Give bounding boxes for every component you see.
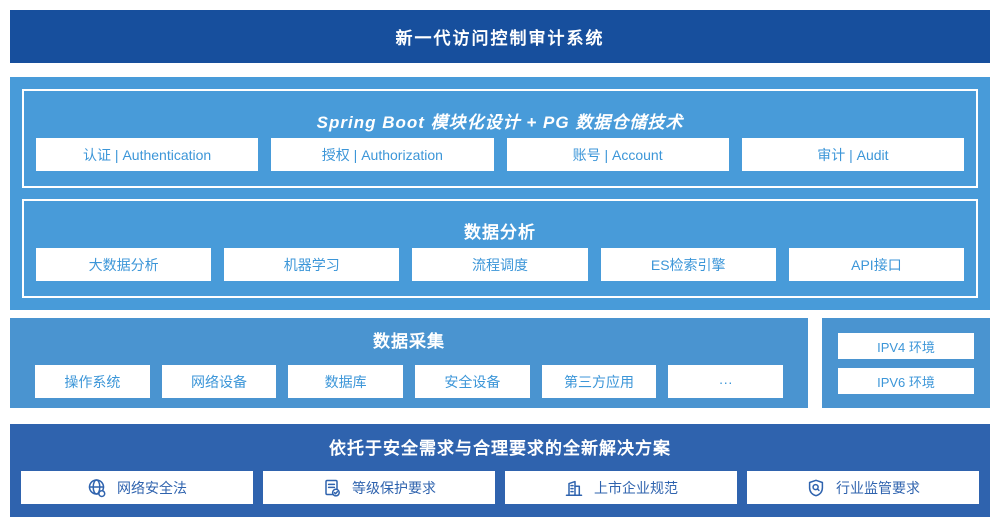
chip-industry-regulation: 行业监管要求 — [747, 471, 979, 504]
chip-workflow-scheduling: 流程调度 — [412, 248, 588, 281]
chip-security-devices: 安全设备 — [415, 365, 530, 398]
page-title: 新一代访问控制审计系统 — [395, 29, 605, 48]
globe-icon — [87, 478, 107, 498]
chip-ipv6-environment: IPV6 环境 — [838, 368, 974, 394]
chip-audit: 审计 | Audit — [741, 138, 964, 171]
chip-label: 上市企业规范 — [594, 479, 678, 496]
building-icon — [564, 478, 584, 498]
chip-operating-system: 操作系统 — [35, 365, 150, 398]
chip-api-interface: API接口 — [788, 248, 965, 281]
chip-database: 数据库 — [288, 365, 404, 398]
chip-authentication: 认证 | Authentication — [36, 138, 259, 171]
chip-es-search-engine: ES检索引擎 — [600, 248, 776, 281]
chip-listed-company-standards: 上市企业规范 — [505, 471, 737, 504]
chip-label: 网络安全法 — [117, 479, 187, 496]
data-analysis-chip-row: 大数据分析 机器学习 流程调度 ES检索引擎 API接口 — [36, 248, 965, 281]
chip-authorization: 授权 | Authorization — [271, 138, 494, 171]
data-analysis-title: 数据分析 — [464, 222, 536, 242]
document-check-icon — [322, 478, 342, 498]
chip-label: 等级保护要求 — [352, 479, 436, 496]
springboot-chip-row: 认证 | Authentication 授权 | Authorization 账… — [36, 138, 964, 171]
banner: 新一代访问控制审计系统 — [10, 10, 990, 63]
chip-third-party-apps: 第三方应用 — [541, 365, 657, 398]
shield-search-icon — [806, 478, 826, 498]
chip-big-data-analysis: 大数据分析 — [36, 248, 212, 281]
chip-account: 账号 | Account — [506, 138, 729, 171]
chip-classified-protection: 等级保护要求 — [263, 471, 495, 504]
chip-ipv4-environment: IPV4 环境 — [838, 333, 974, 359]
chip-label: 行业监管要求 — [836, 479, 920, 496]
data-collection-chip-row: 操作系统 网络设备 数据库 安全设备 第三方应用 ··· — [10, 365, 808, 398]
chip-more-ellipsis: ··· — [668, 365, 784, 398]
springboot-title: Spring Boot 模块化设计 + PG 数据仓储技术 — [316, 112, 684, 132]
chip-machine-learning: 机器学习 — [224, 248, 400, 281]
data-analysis-box: 数据分析 大数据分析 机器学习 流程调度 ES检索引擎 API接口 — [22, 199, 978, 298]
data-collection-section: 数据采集 操作系统 网络设备 数据库 安全设备 第三方应用 ··· — [10, 318, 808, 408]
solution-chip-row: 网络安全法 等级保护要求 上市企业规范 行业监管要求 — [21, 471, 979, 504]
solution-title: 依托于安全需求与合理要求的全新解决方案 — [329, 439, 671, 458]
springboot-box: Spring Boot 模块化设计 + PG 数据仓储技术 认证 | Authe… — [22, 89, 978, 188]
platform-section: Spring Boot 模块化设计 + PG 数据仓储技术 认证 | Authe… — [10, 77, 990, 310]
data-collection-title: 数据采集 — [373, 332, 445, 351]
chip-cybersecurity-law: 网络安全法 — [21, 471, 253, 504]
environment-panel: IPV4 环境 IPV6 环境 — [822, 318, 990, 408]
solution-section: 依托于安全需求与合理要求的全新解决方案 网络安全法 等级保护要求 上市企业规范 … — [10, 424, 990, 517]
chip-network-devices: 网络设备 — [161, 365, 277, 398]
